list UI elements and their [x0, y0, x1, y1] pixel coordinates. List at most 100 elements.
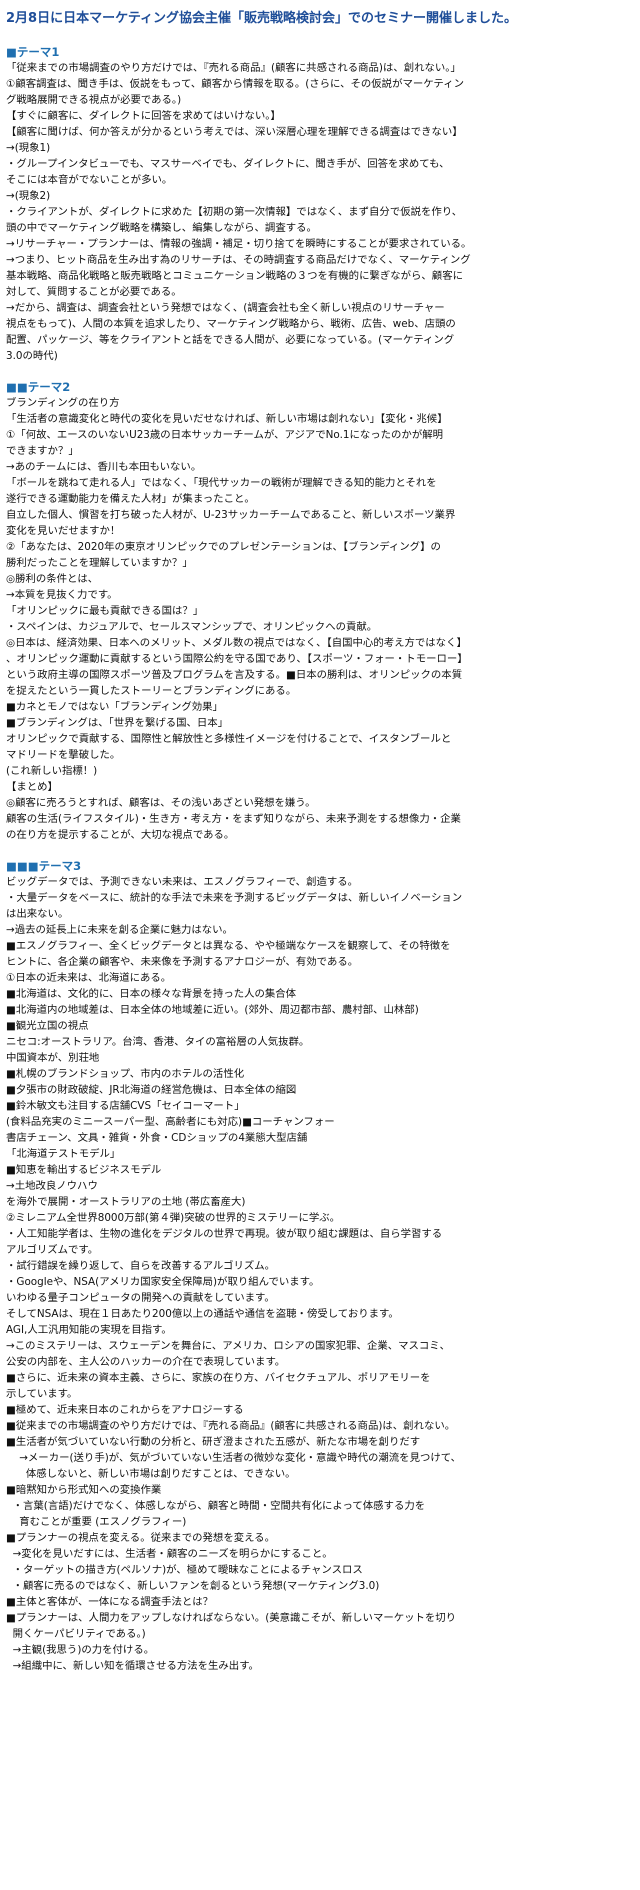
section-heading: ■テーマ1 — [6, 45, 60, 59]
text-line: 3.0の時代) — [6, 350, 58, 362]
text-line: ・顧客に売るのではなく、新しいファンを創るという発想(マーケティング3.0) — [6, 1580, 380, 1592]
page-title: 2月8日に日本マーケティング協会主催「販売戦略検討会」でのセミナー開催しました。 — [6, 11, 518, 26]
text-line: →(現象2) — [6, 190, 51, 202]
text-line: (これ新しい指標！) — [6, 765, 98, 777]
text-line: →だから、調査は、調査会社という発想ではなく、(調査会社も全く新しい視点のリサー… — [6, 302, 445, 314]
text-line: ◎顧客に売ろうとすれば、顧客は、その浅いあざとい発想を嫌う。 — [6, 797, 316, 809]
text-line: ■従来までの市場調査のやり方だけでは、『売れる商品』(顧客に共感される商品)は、… — [6, 1420, 456, 1432]
text-line: ■生活者が気づいていない行動の分析と、研ぎ澄まされた五感が、新たな市場を創りだす — [6, 1436, 421, 1448]
section-theme-3: ■■■テーマ3 ビッグデータでは、予測できない未来は、エスノグラフィーで、創造す… — [6, 858, 634, 1674]
text-line: 「ボールを跳ねて走れる人」ではなく、「現代サッカーの戦術が理解できる知的能力とそ… — [6, 477, 437, 489]
text-line: ■さらに、近未来の資本主義、さらに、家族の在り方、バイセクチュアル、ポリアモリー… — [6, 1372, 431, 1384]
text-line: →過去の延長上に未来を創る企業に魅力はない。 — [6, 924, 233, 936]
text-line: 「生活者の意識変化と時代の変化を見いだせなければ、新しい市場は創れない」【変化・… — [6, 413, 448, 425]
text-line: →主観(我思う)の力を付ける。 — [6, 1644, 155, 1656]
text-line: ①顧客調査は、聞き手は、仮説をもって、顧客から情報を取る。(さらに、その仮説がマ… — [6, 78, 464, 90]
text-line: ■札幌のブランドショップ、市内のホテルの活性化 — [6, 1068, 245, 1080]
text-line: ■プランナーの視点を変える。従来までの発想を変える。 — [6, 1532, 275, 1544]
section-body: ブランディングの在り方「生活者の意識変化と時代の変化を見いだせなければ、新しい市… — [6, 395, 634, 843]
text-line: →組織中に、新しい知を循環させる方法を生み出す。 — [6, 1660, 259, 1672]
text-line: →土地改良ノウハウ — [6, 1180, 98, 1192]
section-theme-1: ■テーマ1 「従来までの市場調査のやり方だけでは、『売れる商品』(顧客に共感され… — [6, 44, 634, 364]
text-line: 書店チェーン、文具・雑貨・外食・CDショップの4業態大型店舗 — [6, 1132, 308, 1144]
text-line: 体感しないと、新しい市場は創りだすことは、できない。 — [6, 1468, 296, 1480]
text-line: ①「何故、エースのいないU23歳の日本サッカーチームが、アジアでNo.1になった… — [6, 429, 443, 441]
text-line: ■エスノグラフィー、全くビッグデータとは異なる、やや極端なケースを観察して、その… — [6, 940, 451, 952]
text-line: 顧客の生活(ライフスタイル)・生き方・考え方・をまず知りながら、未来予測をする想… — [6, 813, 461, 825]
text-line: ◎日本は、経済効果、日本へのメリット、メダル数の視点ではなく、【自国中心的考え方… — [6, 637, 467, 649]
text-line: ・スペインは、カジュアルで、セールスマンシップで、オリンピックへの貢献。 — [6, 621, 378, 633]
text-line: オリンピックで貢献する、国際性と解放性と多様性イメージを付けることで、イスタンブ… — [6, 733, 452, 745]
text-line: →リサーチャー・プランナーは、情報の強調・補足・切り捨てを瞬時にすることが要求さ… — [6, 238, 472, 250]
section-theme-2: ■■テーマ2 ブランディングの在り方「生活者の意識変化と時代の変化を見いだせなけ… — [6, 379, 634, 843]
text-line: 視点をもって)、人間の本質を追求したり、マーケティング戦略から、戦術、広告、we… — [6, 318, 456, 330]
text-line: ②「あなたは、2020年の東京オリンピックでのプレゼンテーションは、【ブランディ… — [6, 541, 441, 553]
text-line: ニセコ:オーストラリア。台湾、香港、タイの富裕層の人気抜群。 — [6, 1036, 310, 1048]
text-line: ・ターゲットの描き方(ペルソナ)が、極めて曖昧なことによるチャンスロス — [6, 1564, 363, 1576]
text-line: を捉えたという一貫したストーリーとブランディングにある。 — [6, 685, 297, 697]
section-heading: ■■テーマ2 — [6, 380, 71, 394]
text-line: ■主体と客体が、一体になる調査手法とは？ — [6, 1596, 214, 1608]
text-line: ・Googleや、NSA(アメリカ国家安全保障局)が取り組んでいます。 — [6, 1276, 320, 1288]
text-line: ■極めて、近未来日本のこれからをアナロジーする — [6, 1404, 244, 1416]
text-line: 「オリンピックに最も貢献できる国は？」 — [6, 605, 204, 617]
text-line: 勝利だったことを理解していますか？」 — [6, 557, 193, 569]
text-line: 開くケーパビリティである。) — [6, 1628, 146, 1640]
text-line: ・言葉(言語)だけでなく、体感しながら、顧客と時間・空間共有化によって体感する力… — [6, 1500, 426, 1512]
text-line: AGI,人工汎用知能の実現を目指す。 — [6, 1324, 172, 1336]
text-line: ヒントに、各企業の顧客や、未来像を予測するアナロジーが、有効である。 — [6, 956, 359, 968]
text-line: 中国資本が、別荘地 — [6, 1052, 100, 1064]
text-line: ブランディングの在り方 — [6, 397, 120, 409]
text-line: 公安の内部を、主人公のハッカーの介在で表現しています。 — [6, 1356, 286, 1368]
text-line: 【すぐに顧客に、ダイレクトに回答を求めてはいけない。】 — [6, 110, 281, 122]
text-line: という政府主導の国際スポーツ普及プログラムを言及する。■日本の勝利は、オリンピッ… — [6, 669, 463, 681]
text-line: ■観光立国の視点 — [6, 1020, 89, 1032]
text-line: →変化を見いだすには、生活者・顧客のニーズを明らかにすること。 — [6, 1548, 333, 1560]
text-line: できますか？」 — [6, 445, 79, 457]
text-line: (食料品充実のミニースーパー型、高齢者にも対応)■コーチャンフォー — [6, 1116, 335, 1128]
text-line: ■北海道内の地域差は、日本全体の地域差に近い。(郊外、周辺都市部、農村部、山林部… — [6, 1004, 419, 1016]
text-line: ■北海道は、文化的に、日本の様々な背景を持った人の集合体 — [6, 988, 297, 1000]
text-line: 変化を見いだせますか！ — [6, 525, 121, 537]
text-line: 基本戦略、商品化戦略と販売戦略とコミュニケーション戦略の３つを有機的に繋ぎながら… — [6, 270, 463, 282]
text-line: いわゆる量子コンピュータの開発への貢献をしています。 — [6, 1292, 275, 1304]
text-line: →メーカー(送り手)が、気がづいていない生活者の微妙な変化・意識や時代の潮流を見… — [6, 1452, 461, 1464]
text-line: マドリードを撃破した。 — [6, 749, 121, 761]
text-line: ・クライアントが、ダイレクトに求めた【初期の第一次情報】ではなく、まず自分で仮説… — [6, 206, 463, 218]
text-line: そこには本音がでないことが多い。 — [6, 174, 173, 186]
section-heading: ■■■テーマ3 — [6, 859, 82, 873]
text-line: ◎勝利の条件とは、 — [6, 573, 99, 585]
text-line: 対して、質問することが必要である。 — [6, 286, 182, 298]
text-line: ・試行錯誤を繰り返して、自らを改善するアルゴリズム。 — [6, 1260, 276, 1272]
text-line: 配置、パッケージ、等をクライアントと話をできる人間が、必要になっている。(マーケ… — [6, 334, 455, 346]
text-line: ■ブランディングは、「世界を繋げる国、日本」 — [6, 717, 229, 729]
text-line: 頭の中でマーケティング戦略を構築し、編集しながら、調査する。 — [6, 222, 317, 234]
text-line: →本質を見抜く力です。 — [6, 589, 118, 601]
text-line: ■夕張市の財政破綻、JR北海道の経営危機は、日本全体の縮図 — [6, 1084, 297, 1096]
text-line: ■知恵を輸出するビジネスモデル — [6, 1164, 162, 1176]
text-line: 【まとめ】 — [6, 781, 58, 793]
section-body: ビッグデータでは、予測できない未来は、エスノグラフィーで、創造する。・大量データ… — [6, 874, 634, 1674]
section-body: 「従来までの市場調査のやり方だけでは、『売れる商品』(顧客に共感される商品)は、… — [6, 60, 634, 364]
text-line: 遂行できる運動能力を備えた人材」が集まったこと。 — [6, 493, 255, 505]
text-line: は出来ない。 — [6, 908, 69, 920]
text-line: を海外で展開・オーストラリアの土地 (帯広畜産大) — [6, 1196, 246, 1208]
text-line: ■暗黙知から形式知への変換作業 — [6, 1484, 162, 1496]
text-line: ・大量データをベースに、統計的な手法で未来を予測するビッグデータは、新しいイノベ… — [6, 892, 463, 904]
text-line: 「北海道テストモデル」 — [6, 1148, 121, 1160]
text-line: そしてNSAは、現在１日あたり200億以上の通話や通信を盗聴・傍受しております。 — [6, 1308, 399, 1320]
text-line: 育むことが重要 (エスノグラフィー) — [6, 1516, 187, 1528]
text-line: 示しています。 — [6, 1388, 78, 1400]
text-line: 、オリンピック運動に貢献するという国際公約を守る国であり、【スポーツ・フォー・ト… — [6, 653, 468, 665]
text-line: ■鈴木敏文も注目する店舗CVS「セイコーマート」 — [6, 1100, 245, 1112]
text-line: →このミステリーは、スウェーデンを舞台に、アメリカ、ロシアの国家犯罪、企業、マス… — [6, 1340, 451, 1352]
text-line: 自立した個人、慣習を打ち破った人材が、U-23サッカーチームであること、新しいス… — [6, 509, 456, 521]
text-line: ・グループインタビューでも、マスサーベイでも、ダイレクトに、聞き手が、回答を求め… — [6, 158, 450, 170]
text-line: ・人工知能学者は、生物の進化をデジタルの世界で再現。彼が取り組む課題は、自ら学習… — [6, 1228, 443, 1240]
text-line: の在り方を提示することが、大切な視点である。 — [6, 829, 235, 841]
text-line: →つまり、ヒット商品を生み出す為のリサーチは、その時調査する商品だけでなく、マー… — [6, 254, 471, 266]
text-line: →(現象1) — [6, 142, 51, 154]
text-line: ①日本の近未来は、北海道にある。 — [6, 972, 172, 984]
text-line: グ戦略展開できる視点が必要である。) — [6, 94, 182, 106]
